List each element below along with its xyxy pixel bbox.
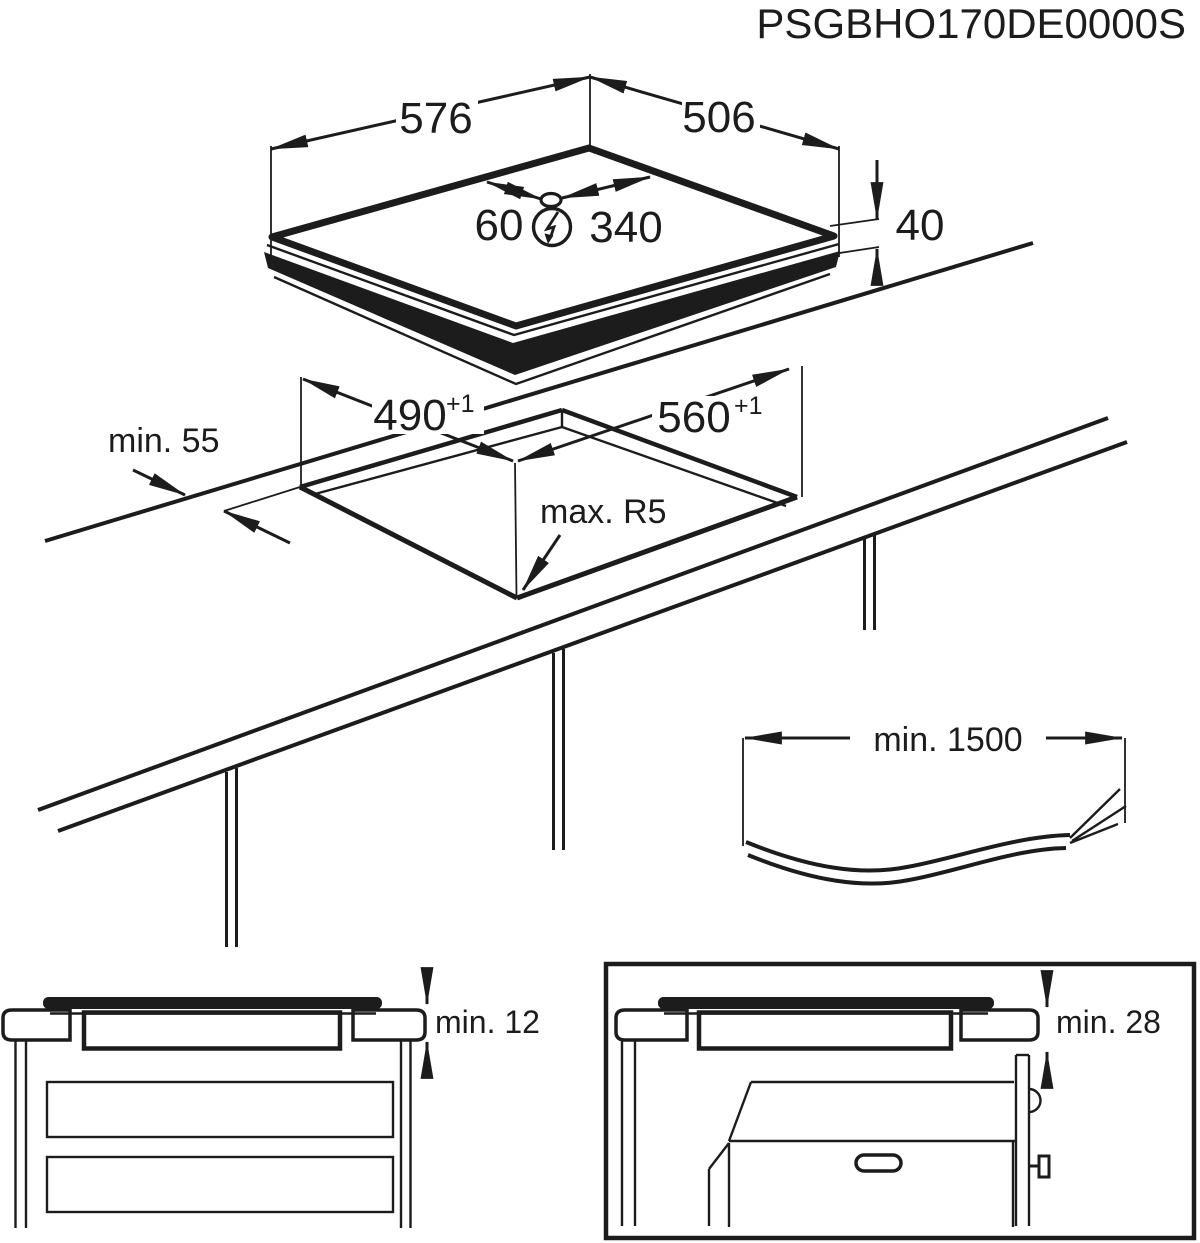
- counter-right: [959, 1008, 1040, 1042]
- drawer-clearance-view: min. 12: [1, 967, 540, 1228]
- power-connection-icon: [531, 206, 573, 248]
- cable-length-label: min. 1500: [873, 721, 1022, 759]
- hob-width-label: 576: [399, 94, 472, 143]
- cutout-depth-label: 490: [373, 391, 446, 440]
- drawer-clearance-label: min. 12: [435, 1004, 540, 1040]
- label-background: [396, 90, 478, 136]
- dimension-line-60: [485, 180, 543, 201]
- worktop-cutout-view: 490 +1 560 +1 min. 55 max. R5: [37, 241, 1128, 947]
- drawer-front: [45, 1155, 395, 1214]
- hob-glass-section: [658, 997, 994, 1009]
- hob-glass-section: [43, 997, 382, 1009]
- hob-depth-label: 506: [682, 93, 755, 142]
- oven-clearance-view: min. 28: [603, 961, 1197, 1241]
- hob-body-section: [696, 1010, 954, 1051]
- oven: [707, 1080, 1051, 1227]
- dimension-max-r5: max. R5: [521, 493, 667, 591]
- product-code: PSGBHO170DE0000S: [756, 0, 1186, 47]
- hob-height-label: 40: [896, 201, 945, 250]
- extension-line: [829, 218, 880, 227]
- hob-body-section: [81, 1010, 343, 1051]
- cutout-width-label: 560: [657, 393, 730, 442]
- dimension-560: 560 +1: [516, 366, 803, 497]
- mains-cable-icon: [745, 788, 1127, 886]
- view-frame: [603, 961, 1197, 1241]
- extension-line: [223, 486, 301, 512]
- worktop-front-edge-bottom: [57, 440, 1128, 833]
- cable-offset-right-label: 340: [589, 203, 662, 252]
- hob-body-band: [264, 251, 840, 375]
- oven-knob: [1037, 1154, 1051, 1179]
- dimension-490: 490 +1: [300, 377, 518, 597]
- counter-right: [351, 1008, 427, 1042]
- worktop-front-edge-top: [37, 416, 1109, 812]
- dimension-min-55: min. 55: [108, 422, 291, 545]
- extension-line: [832, 246, 880, 255]
- oven-clearance-label: min. 28: [1056, 1004, 1161, 1040]
- cutout-width-tolerance: +1: [734, 392, 763, 420]
- rear-clearance-label: min. 55: [108, 422, 220, 460]
- label-background: [682, 90, 760, 134]
- counter-left: [614, 1008, 689, 1042]
- hob-isometric-view: 576 506 60 340 40: [264, 74, 945, 386]
- cable-offset-left-label: 60: [475, 201, 524, 250]
- label-background: [850, 720, 1046, 756]
- drawer-front: [45, 1080, 395, 1139]
- mains-cable-view: min. 1500: [742, 720, 1127, 886]
- corner-radius-label: max. R5: [540, 493, 667, 531]
- counter-left: [1, 1008, 72, 1042]
- cable-bulge: [1028, 1087, 1042, 1114]
- cable-gland-icon: [539, 191, 563, 209]
- glass-bottom-edge: [266, 242, 840, 337]
- cutout-depth-tolerance: +1: [446, 390, 475, 418]
- hob-base-edge: [273, 272, 831, 386]
- oven-handle: [854, 1153, 903, 1173]
- dimension-line-340: [560, 175, 652, 200]
